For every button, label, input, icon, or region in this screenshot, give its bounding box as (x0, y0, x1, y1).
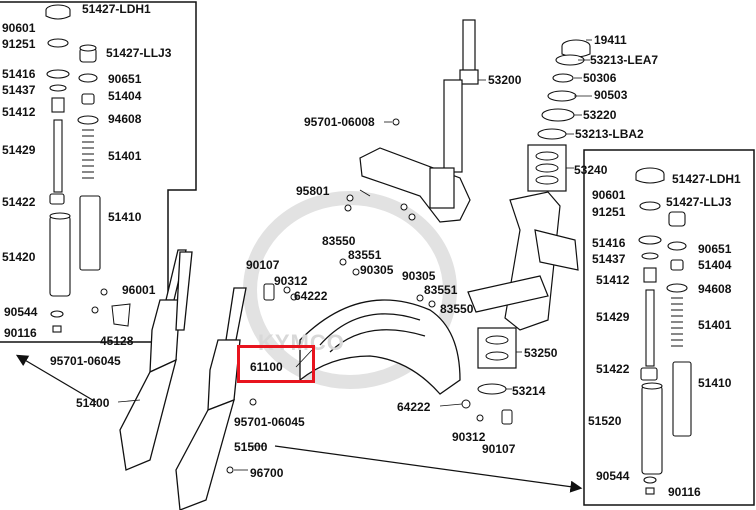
label-90503[interactable]: 90503 (594, 88, 628, 102)
left-label-51412[interactable]: 51412 (2, 105, 36, 119)
right-inset-frame (583, 149, 755, 506)
label-83551-b[interactable]: 83551 (424, 283, 458, 297)
label-19411[interactable]: 19411 (594, 33, 627, 47)
right-label-51427-llj3[interactable]: 51427-LLJ3 (666, 195, 732, 209)
label-90107-a[interactable]: 90107 (246, 258, 280, 272)
left-label-90651[interactable]: 90651 (108, 72, 142, 86)
label-95701-06045-a[interactable]: 95701-06045 (50, 354, 121, 368)
label-53213-lea7[interactable]: 53213-LEA7 (590, 53, 659, 67)
left-label-90601[interactable]: 90601 (2, 21, 36, 35)
arrow-to-right-inset (274, 445, 583, 493)
right-label-94608[interactable]: 94608 (698, 282, 732, 296)
right-label-51429[interactable]: 51429 (596, 310, 630, 324)
left-inset-frame (0, 1, 197, 343)
label-64222-b[interactable]: 64222 (397, 400, 431, 414)
right-label-51416[interactable]: 51416 (592, 236, 626, 250)
fork-right (175, 287, 247, 510)
left-label-51416[interactable]: 51416 (2, 67, 36, 81)
label-83551-a[interactable]: 83551 (348, 248, 382, 262)
left-label-51429[interactable]: 51429 (2, 143, 36, 157)
front-fender (299, 299, 461, 395)
frame-head (467, 191, 579, 331)
right-inset-parts (635, 167, 692, 495)
label-45128[interactable]: 45128 (100, 334, 134, 348)
left-label-51401[interactable]: 51401 (108, 149, 142, 163)
bearing-stack (537, 39, 591, 140)
left-label-51427-ldh1[interactable]: 51427-LDH1 (82, 2, 151, 16)
label-53240[interactable]: 53240 (574, 163, 608, 177)
right-label-51422[interactable]: 51422 (596, 362, 630, 376)
label-96700[interactable]: 96700 (250, 466, 284, 480)
label-50306[interactable]: 50306 (583, 71, 617, 85)
small-hardware (91, 118, 513, 474)
fork-left (119, 249, 193, 471)
label-53214[interactable]: 53214 (512, 384, 546, 398)
left-label-51420[interactable]: 51420 (2, 250, 36, 264)
right-label-91251[interactable]: 91251 (592, 205, 626, 219)
label-95701-06008[interactable]: 95701-06008 (304, 115, 375, 129)
left-inset-parts (45, 4, 101, 333)
label-83550-b[interactable]: 83550 (440, 302, 474, 316)
label-90312-b[interactable]: 90312 (452, 430, 486, 444)
bearing-box-53240 (527, 144, 567, 192)
label-61100[interactable]: 61100 (250, 360, 283, 374)
right-label-51401[interactable]: 51401 (698, 318, 732, 332)
label-95701-06045-b[interactable]: 95701-06045 (234, 415, 305, 429)
left-label-94608[interactable]: 94608 (108, 112, 142, 126)
right-label-51404[interactable]: 51404 (698, 258, 732, 272)
watermark-text: KYMCO (258, 330, 345, 355)
left-label-51404[interactable]: 51404 (108, 89, 142, 103)
right-label-51520[interactable]: 51520 (588, 414, 622, 428)
leader-lines (117, 39, 592, 471)
right-label-90544[interactable]: 90544 (596, 469, 630, 483)
right-label-90601[interactable]: 90601 (592, 188, 626, 202)
race-53214 (477, 383, 507, 395)
label-90305-b[interactable]: 90305 (402, 269, 436, 283)
label-51400[interactable]: 51400 (76, 396, 110, 410)
label-53220[interactable]: 53220 (583, 108, 617, 122)
label-53213-lba2[interactable]: 53213-LBA2 (575, 127, 644, 141)
label-96001[interactable]: 96001 (122, 283, 156, 297)
arrow-to-left-inset (15, 354, 97, 403)
right-label-51410[interactable]: 51410 (698, 376, 732, 390)
right-label-90651[interactable]: 90651 (698, 242, 732, 256)
label-51500[interactable]: 51500 (234, 440, 268, 454)
bearing-box-53250 (477, 327, 517, 369)
label-90107-b[interactable]: 90107 (482, 442, 516, 456)
left-label-51427-llj3[interactable]: 51427-LLJ3 (106, 46, 172, 60)
left-label-51410[interactable]: 51410 (108, 210, 142, 224)
right-label-51427-ldh1[interactable]: 51427-LDH1 (672, 172, 741, 186)
left-label-90544[interactable]: 90544 (4, 305, 38, 319)
right-label-51412[interactable]: 51412 (596, 273, 630, 287)
label-64222-a[interactable]: 64222 (294, 289, 328, 303)
left-label-51422[interactable]: 51422 (2, 195, 36, 209)
left-label-91251[interactable]: 91251 (2, 37, 36, 51)
label-53250[interactable]: 53250 (524, 346, 558, 360)
label-90312-a[interactable]: 90312 (274, 274, 308, 288)
label-53200[interactable]: 53200 (488, 73, 522, 87)
label-83550-a[interactable]: 83550 (322, 234, 356, 248)
left-label-51437[interactable]: 51437 (2, 83, 36, 97)
label-95801[interactable]: 95801 (296, 184, 330, 198)
right-label-51437[interactable]: 51437 (592, 252, 626, 266)
right-label-90116[interactable]: 90116 (668, 485, 701, 499)
steering-stem (359, 19, 479, 223)
label-90305-a[interactable]: 90305 (360, 263, 394, 277)
highlight-box (237, 345, 315, 383)
left-label-90116[interactable]: 90116 (4, 326, 37, 340)
